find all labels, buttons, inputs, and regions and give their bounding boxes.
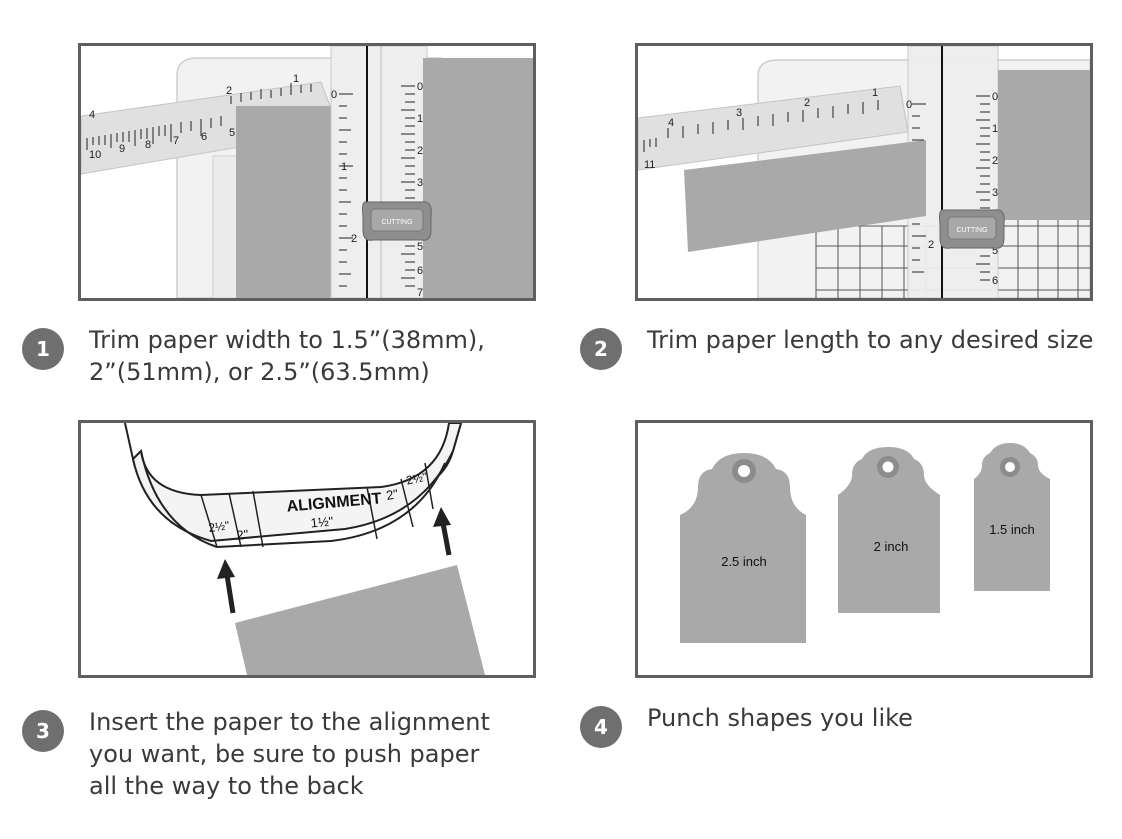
right-scale-5: 5 xyxy=(417,241,423,253)
tags-illustration: 2.5 inch 2 inch 1.5 inch xyxy=(680,443,1050,643)
step-number-badge: 4 xyxy=(580,706,622,748)
tag-label: 1.5 inch xyxy=(989,522,1035,537)
arm-tick-2: 2 xyxy=(804,97,810,109)
panel-trim-length: 11 4 3 2 1 0 1 2 0 1 2 3 4 5 xyxy=(635,43,1093,301)
guide-right-size-2: 2½" xyxy=(405,470,428,488)
arm-tick-4: 4 xyxy=(668,117,674,129)
right-scale-0: 0 xyxy=(992,91,998,103)
panel-alignment: ALIGNMENT 1½" 2½" 2" 2" 2½" xyxy=(78,420,536,678)
arm-tick-6: 6 xyxy=(201,131,207,143)
cutting-label: CUTTING xyxy=(381,219,412,226)
right-scale-1: 1 xyxy=(992,123,998,135)
insert-arrow-right-icon xyxy=(433,507,452,556)
arm-tick-1: 1 xyxy=(293,73,299,85)
arm-tick-1: 1 xyxy=(872,87,878,99)
tag-label: 2 inch xyxy=(874,539,909,554)
guide-left-size-1: 2½" xyxy=(208,518,231,535)
panel-trim-width: 10 9 8 7 6 5 4 2 1 xyxy=(78,43,536,301)
paper-sheet xyxy=(235,565,485,675)
left-scale-0: 0 xyxy=(331,89,337,101)
cutting-label: CUTTING xyxy=(956,227,987,234)
trimmer-width-illustration: 10 9 8 7 6 5 4 2 1 xyxy=(81,46,533,298)
step-3: 3 Insert the paper to the alignment you … xyxy=(22,708,542,802)
tag-label: 2.5 inch xyxy=(721,554,767,569)
right-scale-1: 1 xyxy=(417,113,423,125)
right-scale-7: 7 xyxy=(417,287,423,298)
alignment-illustration: ALIGNMENT 1½" 2½" 2" 2" 2½" xyxy=(124,423,485,675)
right-scale-5: 5 xyxy=(992,245,998,257)
step-1: 1 Trim paper width to 1.5”(38mm), 2”(51m… xyxy=(22,326,542,388)
right-scale-6: 6 xyxy=(992,275,998,287)
step-text: Trim paper width to 1.5”(38mm), 2”(51mm)… xyxy=(89,326,485,386)
guide-center-size: 1½" xyxy=(310,514,334,531)
step-number-badge: 3 xyxy=(22,710,64,752)
step-text: Punch shapes you like xyxy=(647,704,913,732)
arm-tick-11: 11 xyxy=(644,159,655,171)
trimmer-length-illustration: 11 4 3 2 1 0 1 2 0 1 2 3 4 5 xyxy=(638,46,1090,298)
arm-tick-3: 3 xyxy=(736,107,742,119)
step-text: Insert the paper to the alignment you wa… xyxy=(89,708,490,800)
step-2: 2 Trim paper length to any desired size xyxy=(580,326,1115,370)
guide-left-size-2: 2" xyxy=(236,527,250,543)
tag-1-5-inch: 1.5 inch xyxy=(974,443,1050,591)
step-text: Trim paper length to any desired size xyxy=(647,326,1094,354)
arm-tick-5: 5 xyxy=(229,127,235,139)
right-scale-6: 6 xyxy=(417,265,423,277)
paper-sheet xyxy=(236,106,336,298)
left-scale-2: 2 xyxy=(351,233,357,245)
step-number-badge: 1 xyxy=(22,328,64,370)
right-scale-3: 3 xyxy=(417,177,423,189)
left-scale-2: 2 xyxy=(928,239,934,251)
tag-2-inch: 2 inch xyxy=(838,447,940,613)
arm-tick-4: 4 xyxy=(89,109,95,121)
arm-tick-9: 9 xyxy=(119,143,125,155)
arm-tick-8: 8 xyxy=(145,139,151,151)
tag-2-5-inch: 2.5 inch xyxy=(680,453,806,643)
paper-sheet xyxy=(684,140,926,252)
left-scale-1: 1 xyxy=(341,161,347,173)
guide-right-size-1: 2" xyxy=(385,486,400,503)
right-scale-3: 3 xyxy=(992,187,998,199)
arm-tick-2: 2 xyxy=(226,85,232,97)
left-scale-0: 0 xyxy=(906,99,912,111)
right-scale-2: 2 xyxy=(417,145,423,157)
right-scale-0: 0 xyxy=(417,81,423,93)
insert-arrow-left-icon xyxy=(217,559,236,614)
right-scale-2: 2 xyxy=(992,155,998,167)
step-4: 4 Punch shapes you like xyxy=(580,704,1100,748)
panel-tags: 2.5 inch 2 inch 1.5 inch xyxy=(635,420,1093,678)
arm-tick-10: 10 xyxy=(89,149,101,161)
step-number-badge: 2 xyxy=(580,328,622,370)
arm-tick-7: 7 xyxy=(173,135,179,147)
